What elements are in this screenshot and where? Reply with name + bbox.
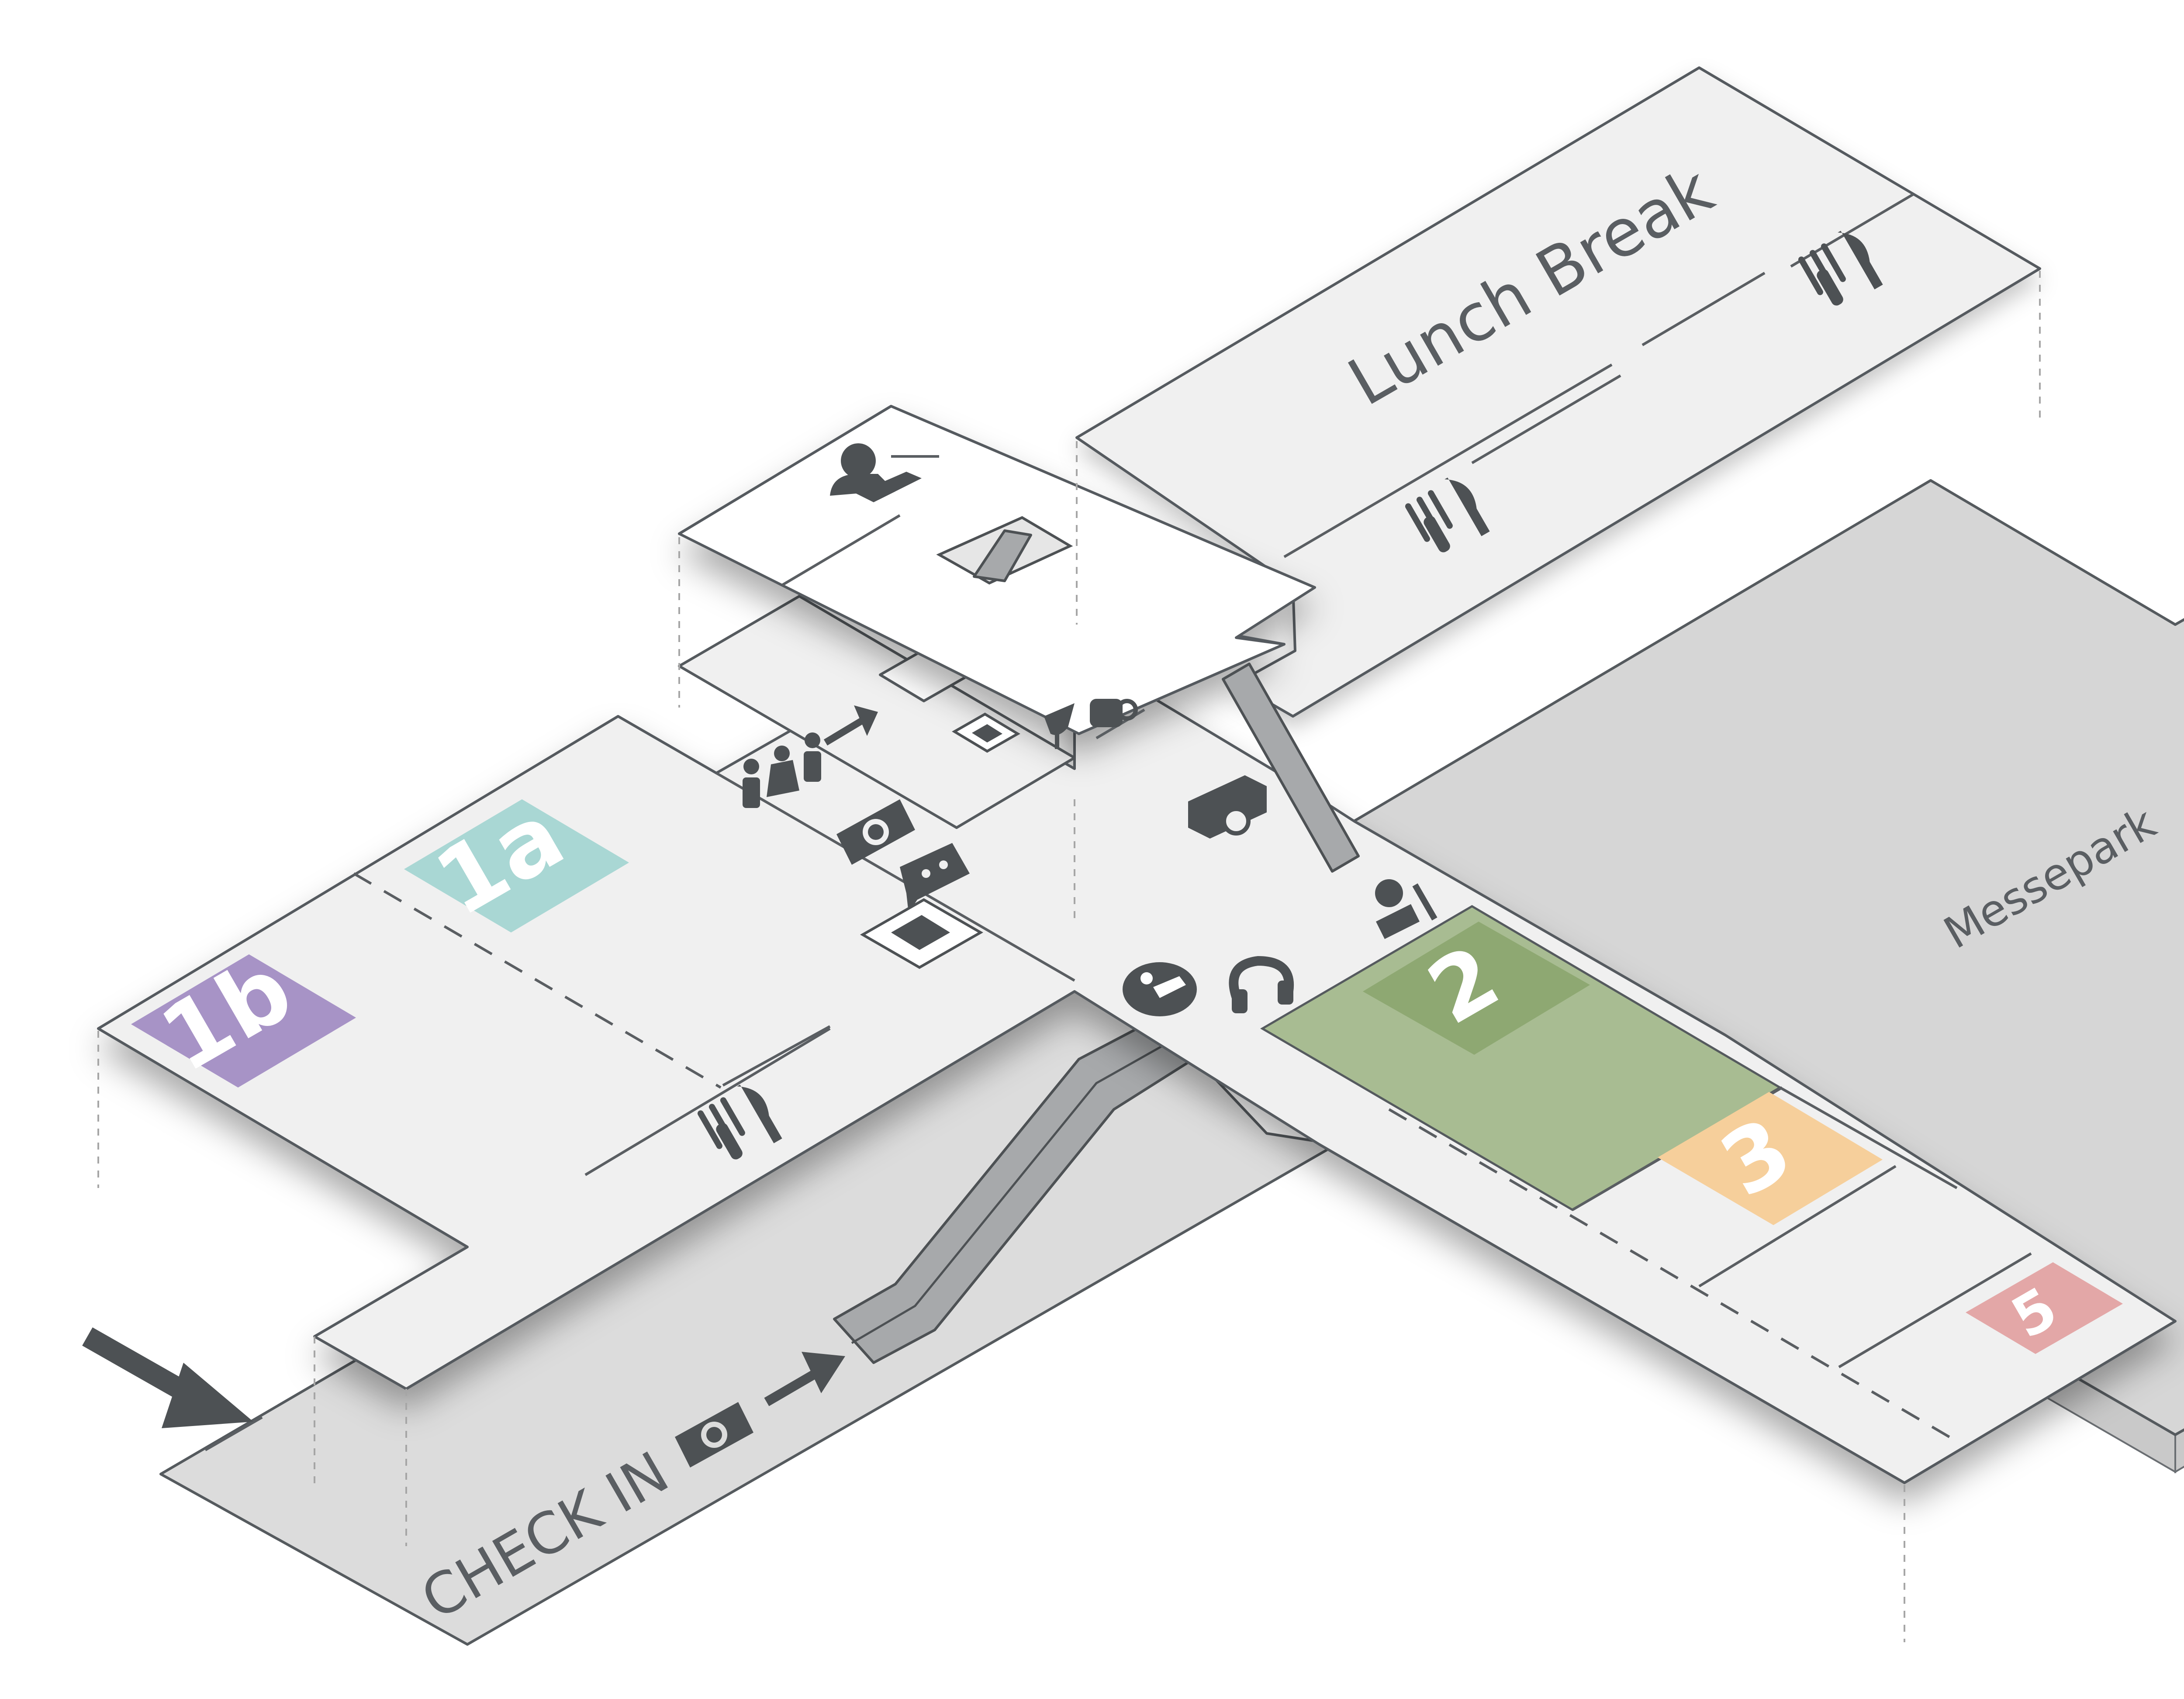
- room-1-divider: [353, 872, 722, 1089]
- lunch-dash-1: [1283, 363, 1613, 558]
- lunch-divider-2: [1471, 374, 1621, 464]
- mezz-divider: [781, 514, 901, 587]
- restaurant-icon: [1798, 231, 1883, 306]
- direction-arrow-icon: [823, 705, 878, 746]
- speech-bubble-icon: [900, 843, 970, 913]
- projection-lines: [97, 271, 2041, 1642]
- entrance-arrow-icon: [82, 1327, 253, 1428]
- corridor-dash: [1388, 1108, 1958, 1443]
- camera-icon: [675, 1402, 753, 1468]
- ground-divider: [204, 1416, 263, 1451]
- corridor-line-a: [715, 772, 1075, 982]
- elevator-icon: [952, 712, 1020, 753]
- room-1-divider-c: [722, 1025, 831, 1087]
- room-5-badge[interactable]: 5: [1966, 1262, 2123, 1354]
- mezz-down-escalator: [1222, 663, 1360, 873]
- restaurant-icon: [1405, 477, 1490, 553]
- mezzanine-escalator: [936, 516, 1073, 585]
- elevator-icon: [860, 898, 984, 969]
- room-2-side: [1779, 1086, 1958, 1189]
- wine-coffee-icon: [1044, 699, 1138, 749]
- camera-icon: [836, 799, 915, 865]
- headset-icon[interactable]: [1229, 956, 1294, 1013]
- direction-arrow-icon: [764, 1352, 845, 1406]
- info-icon[interactable]: [1123, 962, 1197, 1016]
- person-laptop-icon: [830, 443, 922, 502]
- flower-cutlery-icon: [1375, 879, 1438, 939]
- room-3-5-divider: [1698, 1165, 1897, 1288]
- room-1-divider-b: [584, 1027, 831, 1176]
- delivery-vehicle-icon: [1188, 775, 1267, 839]
- room-5-divider: [1838, 1252, 2032, 1368]
- restroom-icon: [743, 732, 821, 808]
- lunch-divider: [1641, 272, 1766, 346]
- restaurant-icon: [697, 1084, 782, 1160]
